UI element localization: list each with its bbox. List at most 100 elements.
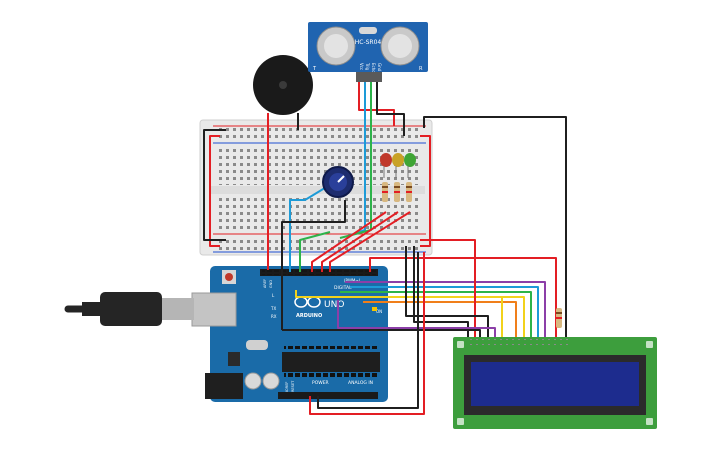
sensor-header <box>356 72 382 82</box>
center-channel <box>210 186 425 194</box>
lcd-display[interactable] <box>453 337 657 429</box>
transmitter-mesh <box>324 34 348 58</box>
crystal <box>359 27 377 34</box>
sensor-model-label: HC-SR04 <box>355 39 382 46</box>
atmega-chip <box>282 352 380 372</box>
wire-rail-left-black <box>203 129 226 241</box>
voltage-regulator <box>228 352 240 366</box>
wire-gnd-rail <box>317 252 419 409</box>
wire-lcd-contrast-gnd <box>282 329 481 337</box>
gnd-label: GND <box>269 280 273 288</box>
wire-green-signal <box>299 231 331 272</box>
wire-rail-right-red <box>420 135 431 247</box>
receiver-mesh <box>388 34 412 58</box>
resistor-band <box>382 186 388 188</box>
potentiometer[interactable] <box>322 166 354 198</box>
lcd-mount-hole-bl <box>457 418 464 425</box>
top-power-rail <box>218 128 422 141</box>
transmitter-mark: T <box>312 66 317 72</box>
power-jack <box>205 373 243 399</box>
reset-button-cap <box>225 273 233 281</box>
rx-label: RX <box>271 314 277 319</box>
tx-label: TX <box>270 306 276 311</box>
wire-rail-left-red <box>209 135 220 247</box>
wire-5v-rail <box>309 252 425 415</box>
usb-port <box>191 292 237 327</box>
resistors <box>382 182 562 328</box>
resistor-band <box>382 191 388 193</box>
wire-led-yellow <box>321 211 399 272</box>
wire-lcd-backlight <box>369 257 557 337</box>
resistor-band <box>394 186 400 188</box>
l-label: L <box>272 293 275 298</box>
capacitor-1 <box>244 372 262 390</box>
sensor-pin-labels: Vcc Trig Echo Gnd <box>359 62 382 73</box>
buzzer-hole <box>279 81 287 89</box>
on-led <box>372 307 377 311</box>
board-crystal <box>246 340 268 350</box>
resistor-band <box>394 191 400 193</box>
logo-text: ARDUINO <box>296 313 322 319</box>
wire-lcd-d7 <box>345 281 546 337</box>
wire-lcd-vcc <box>420 239 476 337</box>
wire-lcd-d5 <box>340 291 532 337</box>
wire-lcd-rw <box>405 246 489 337</box>
wire-led-red <box>311 211 387 272</box>
leds <box>380 153 416 178</box>
lower-terminal-strip <box>218 195 422 232</box>
upper-terminal-strip <box>218 148 422 185</box>
lcd-pin-header <box>466 339 569 345</box>
ioref-label: IOREF <box>285 382 289 392</box>
led-red-dome <box>380 153 392 167</box>
bottom-power-rail <box>218 237 422 250</box>
pot-indicator <box>337 175 345 183</box>
led-green[interactable] <box>404 153 416 178</box>
lcd-screen <box>471 362 639 406</box>
wire-led-green <box>329 211 411 272</box>
led-red[interactable] <box>380 153 392 178</box>
wires <box>203 82 567 415</box>
aref-label: AREF <box>263 279 267 288</box>
pwm-label: (PWM~) <box>344 278 361 283</box>
on-label: ON <box>376 309 382 314</box>
usb-plug <box>160 298 194 320</box>
led-yellow-dome <box>392 153 404 167</box>
lcd-mount-hole-br <box>646 418 653 425</box>
receiver-mark: R <box>419 66 423 72</box>
power-label: POWER <box>312 380 329 386</box>
resistor-band <box>406 186 412 188</box>
resistor-band <box>556 312 562 314</box>
pin-gnd-label: Gnd <box>377 63 382 72</box>
wire-sensor-gnd <box>376 82 405 136</box>
led-yellow[interactable] <box>392 153 404 178</box>
reset-pin-label: RESET <box>291 380 295 392</box>
lcd-mount-hole-tl <box>457 341 464 348</box>
pin-vcc-label: Vcc <box>359 63 364 70</box>
led-green-dome <box>404 153 416 167</box>
wire-lcd-contrast <box>337 300 496 337</box>
usb-cable-boot <box>100 292 162 326</box>
analog-label: ANALOG IN <box>348 380 373 386</box>
chip-pins-bottom <box>284 373 378 378</box>
wire-lcd-rs <box>295 290 503 337</box>
resistor-band <box>556 317 562 319</box>
digital-label: DIGITAL <box>334 285 352 291</box>
wire-pot-gnd <box>281 200 346 330</box>
model-text: UNO <box>324 300 344 310</box>
resistor-band <box>406 191 412 193</box>
digital-header-holes <box>262 270 376 275</box>
ultrasonic-sensor[interactable]: HC-SR04 T R Vcc Trig Echo Gnd <box>308 22 428 82</box>
pin-trig-label: Trig <box>365 62 370 71</box>
wire-lcd-gnd <box>423 116 567 337</box>
piezo-buzzer[interactable] <box>253 55 313 130</box>
arduino-uno[interactable]: DIGITAL (PWM~) POWER ANALOG IN TX RX L O… <box>64 266 388 402</box>
capacitor-2 <box>262 372 280 390</box>
power-analog-header <box>278 392 378 399</box>
pin-echo-label: Echo <box>371 63 376 73</box>
chip-pins-top <box>284 346 378 351</box>
wire-lcd-d6 <box>350 286 539 337</box>
lcd-mount-hole-tr <box>646 341 653 348</box>
usb-cable-strain <box>82 302 102 316</box>
